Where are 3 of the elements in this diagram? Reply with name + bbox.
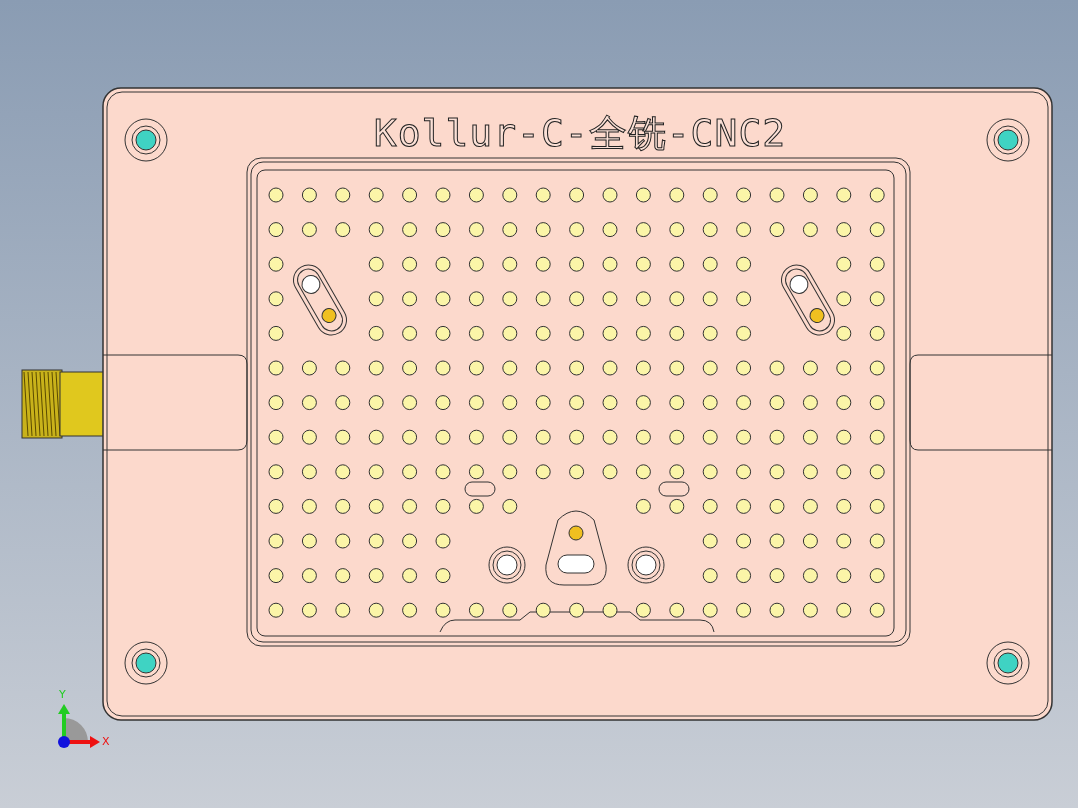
engraved-label: Kollur-C-全铣-CNC2 [372,110,788,157]
axis-label: Y [59,688,66,701]
axis-label: X [102,735,110,748]
